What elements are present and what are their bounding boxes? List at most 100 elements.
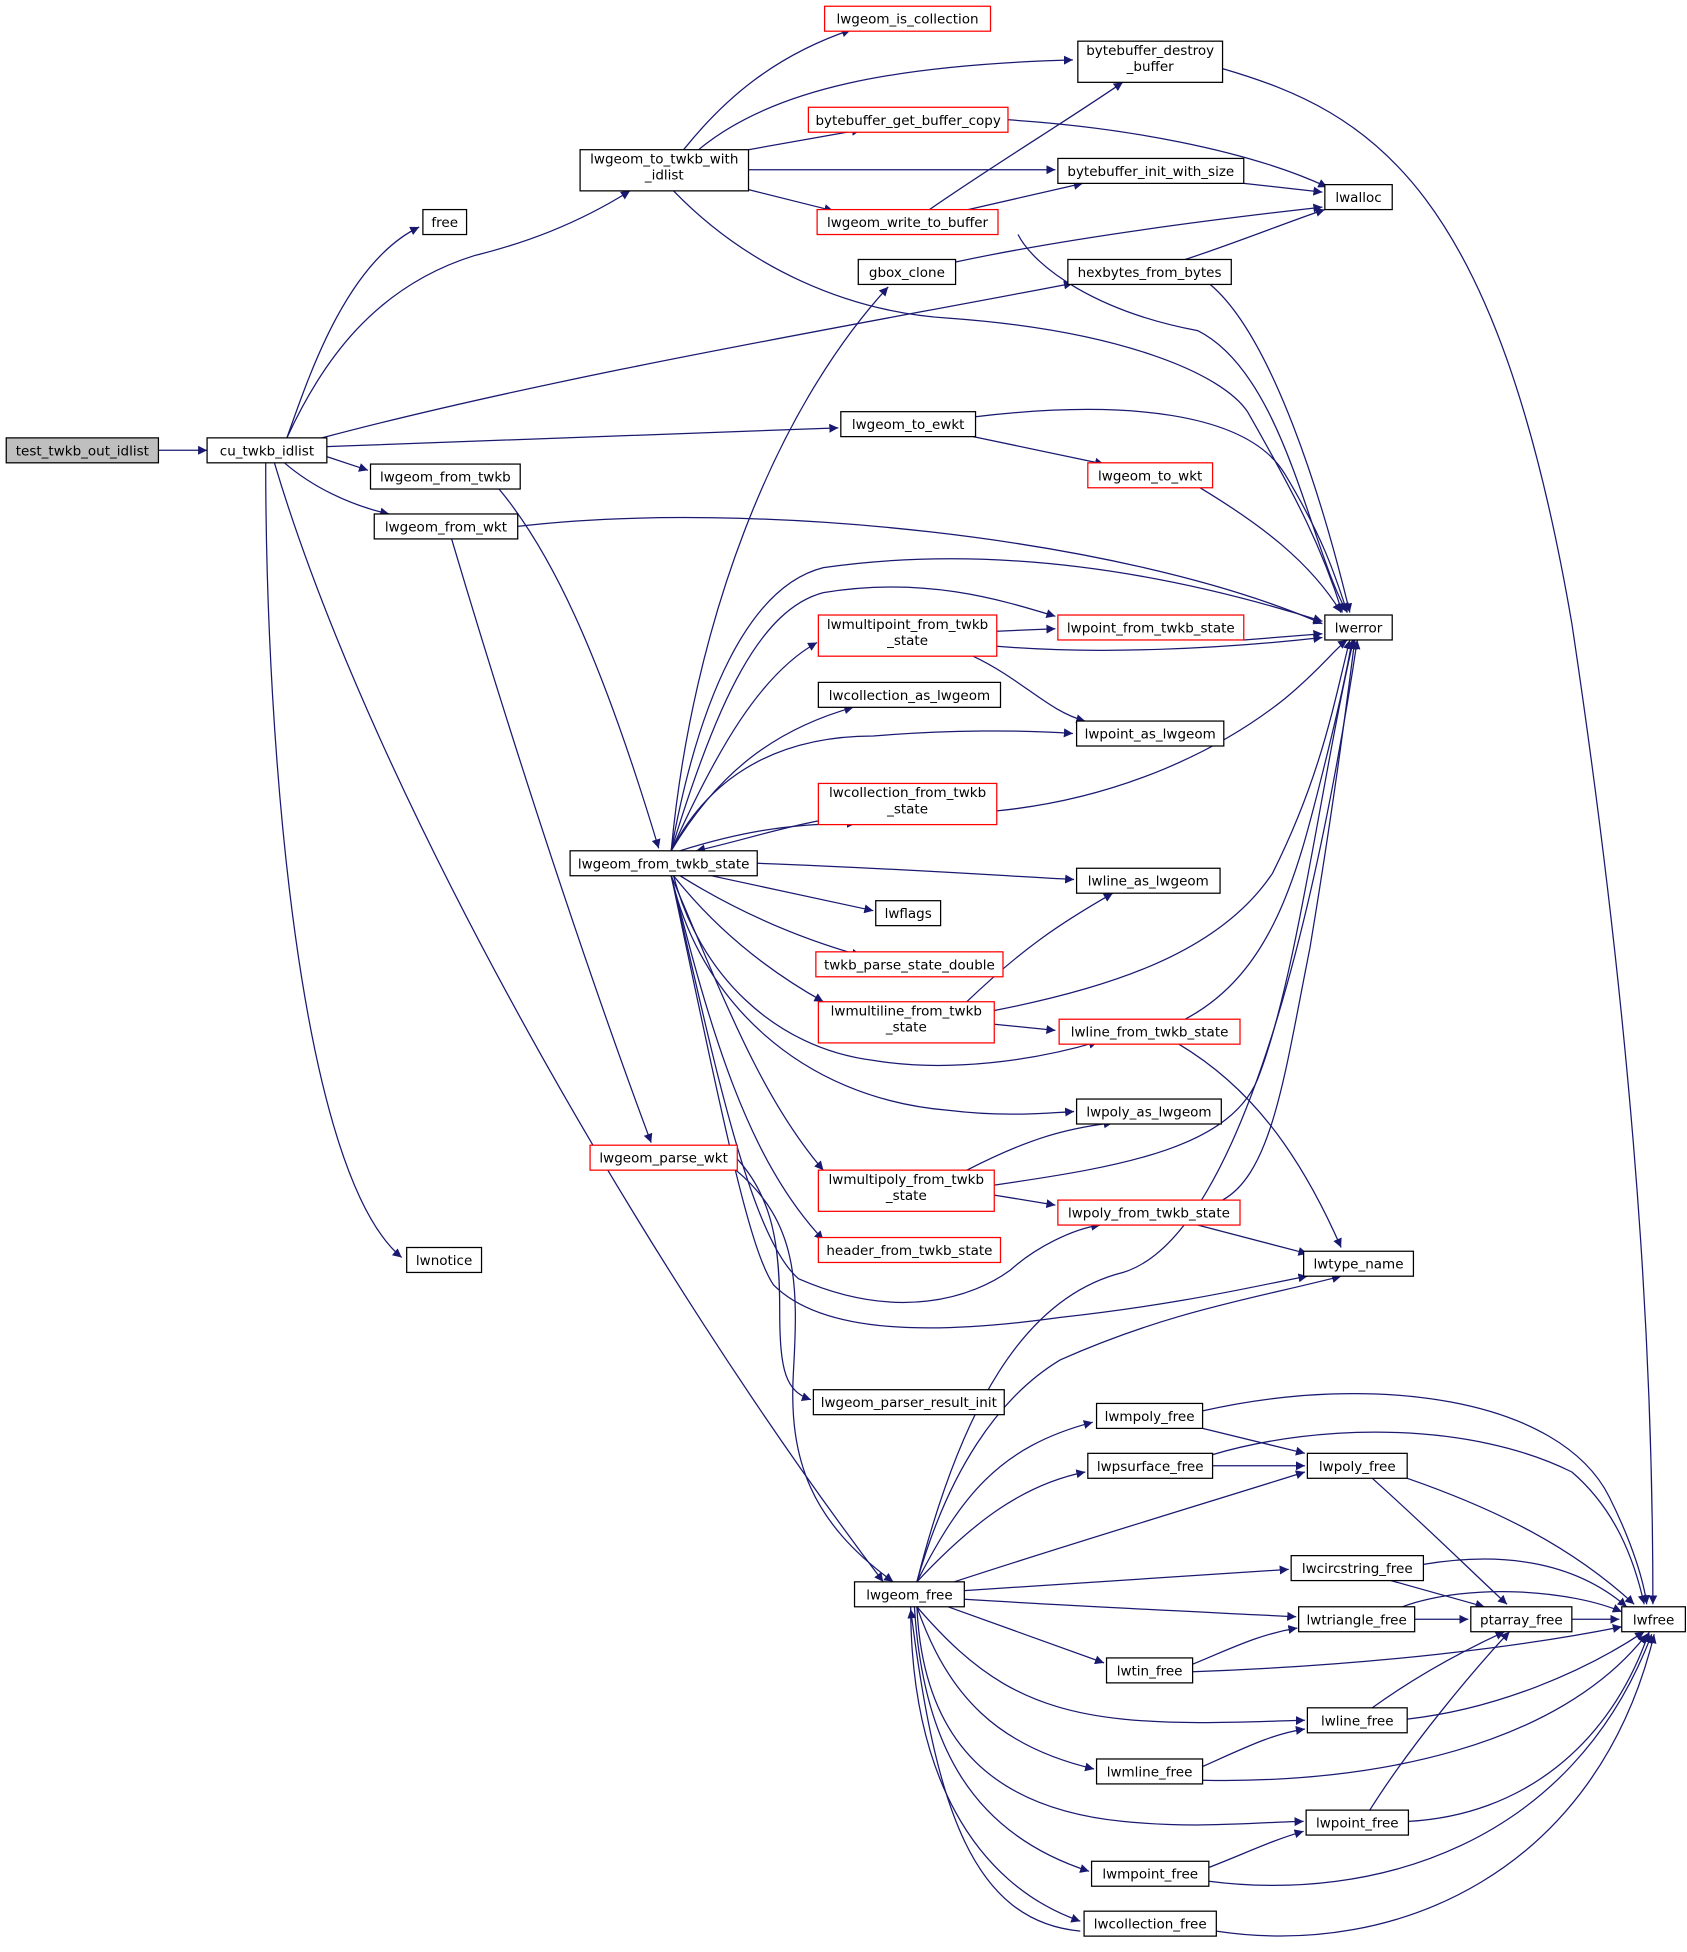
- edge-lwgeom-from-twkb-state-to-lwpoly-as-lwgeom: [670, 875, 1075, 1117]
- node-box: [1095, 1758, 1204, 1785]
- node-test-twkb-out-idlist[interactable]: test_twkb_out_idlist: [5, 437, 160, 464]
- nodes-layer: test_twkb_out_idlist cu_twkb_idlist free lw…: [5, 5, 1686, 1937]
- node-lwgeom-from-twkb-state[interactable]: lwgeom_from_twkb_state: [569, 850, 758, 877]
- node-hexbytes-from-bytes[interactable]: hexbytes_from_bytes: [1067, 258, 1232, 286]
- node-box: [815, 951, 1004, 978]
- node-bytebuffer-init-with-size[interactable]: bytebuffer_init_with_size: [1057, 157, 1245, 185]
- node-bytebuffer-destroy-buffer[interactable]: bytebuffer_destroy_buffer: [1077, 40, 1224, 83]
- node-lwmultipoly-from-twkb-state[interactable]: lwmultipoly_from_twkb_state: [817, 1169, 995, 1212]
- edge-bytebuffer-init-with-size-to-lwalloc: [1243, 182, 1323, 196]
- node-label: _state: [886, 633, 928, 649]
- edge-lwmline-free-to-lwfree: [1202, 1633, 1648, 1782]
- node-lwcollection-as-lwgeom[interactable]: lwcollection_as_lwgeom: [817, 681, 1002, 708]
- node-label: lwpoint_as_lwgeom: [1085, 727, 1216, 743]
- node-lwpoly-as-lwgeom[interactable]: lwpoly_as_lwgeom: [1075, 1098, 1222, 1125]
- node-lwgeom-is-collection[interactable]: lwgeom_is_collection: [823, 5, 992, 32]
- node-lwmpoint-free[interactable]: lwmpoint_free: [1090, 1860, 1210, 1887]
- node-label: header_from_twkb_state: [826, 1243, 992, 1259]
- node-lwgeom-from-wkt[interactable]: lwgeom_from_wkt: [373, 513, 519, 540]
- node-label: _state: [885, 1188, 927, 1204]
- node-box: [812, 1389, 1005, 1416]
- node-lwcollection-free[interactable]: lwcollection_free: [1083, 1910, 1217, 1937]
- node-lwgeom-parse-wkt[interactable]: lwgeom_parse_wkt: [589, 1144, 738, 1171]
- node-lwflags[interactable]: lwflags: [875, 900, 942, 927]
- node-lwpoint-free[interactable]: lwpoint_free: [1305, 1809, 1410, 1836]
- node-lwgeom-from-twkb[interactable]: lwgeom_from_twkb: [369, 463, 521, 490]
- node-bytebuffer-get-buffer-copy[interactable]: bytebuffer_get_buffer_copy: [807, 106, 1009, 133]
- node-label: lwgeom_from_twkb: [380, 470, 511, 486]
- edge-hexbytes-from-bytes-to-lwalloc: [1184, 208, 1325, 261]
- node-lwgeom-free[interactable]: lwgeom_free: [853, 1581, 965, 1608]
- edge-lwgeom-to-twkb-with-idlist-to-bytebuffer-get-buffer-copy: [748, 126, 861, 151]
- node-gbox-clone[interactable]: gbox_clone: [857, 258, 957, 286]
- node-lwpoly-free[interactable]: lwpoly_free: [1306, 1452, 1408, 1479]
- node-lwmpoly-free[interactable]: lwmpoly_free: [1095, 1402, 1204, 1430]
- node-lwgeom-write-to-buffer[interactable]: lwgeom_write_to_buffer: [816, 208, 999, 236]
- node-header-from-twkb-state[interactable]: header_from_twkb_state: [817, 1236, 1002, 1264]
- node-box: [206, 437, 328, 464]
- node-box: [1095, 1402, 1204, 1430]
- node-lwpoly-from-twkb-state[interactable]: lwpoly_from_twkb_state: [1057, 1199, 1241, 1226]
- node-label: lwgeom_from_wkt: [385, 519, 507, 535]
- node-label: bytebuffer_init_with_size: [1067, 164, 1234, 180]
- node-lwpsurface-free[interactable]: lwpsurface_free: [1087, 1452, 1214, 1479]
- edge-lwpoly-free-to-ptarray-free: [1371, 1477, 1508, 1605]
- node-label: lwtin_free: [1117, 1663, 1183, 1679]
- node-lwpoint-as-lwgeom[interactable]: lwpoint_as_lwgeom: [1075, 720, 1225, 747]
- node-label: lwflags: [885, 906, 932, 922]
- edge-lwgeom-to-twkb-with-idlist-to-lwgeom-is-collection: [683, 28, 852, 151]
- node-label: test_twkb_out_idlist: [16, 443, 149, 459]
- node-label: hexbytes_from_bytes: [1078, 265, 1222, 281]
- node-box: [1057, 157, 1245, 185]
- edge-lwgeom-from-twkb-state-to-header-from-twkb-state: [670, 875, 824, 1241]
- node-twkb-parse-state-double[interactable]: twkb_parse_state_double: [815, 951, 1004, 978]
- edge-lwgeom-free-to-lwline-free: [916, 1606, 1305, 1726]
- node-lwline-from-twkb-state[interactable]: lwline_from_twkb_state: [1058, 1018, 1241, 1045]
- edge-lwgeom-to-twkb-with-idlist-to-lwerror: [673, 190, 1344, 613]
- node-ptarray-free[interactable]: ptarray_free: [1470, 1606, 1573, 1633]
- node-lwgeom-parser-result-init[interactable]: lwgeom_parser_result_init: [812, 1389, 1005, 1416]
- edge-lwmpoly-free-to-lwfree: [1202, 1393, 1651, 1605]
- node-lwpoint-from-twkb-state[interactable]: lwpoint_from_twkb_state: [1057, 614, 1245, 641]
- node-label: lwmpoly_free: [1105, 1409, 1195, 1425]
- edge-cu-twkb-idlist-to-lwgeom-from-twkb: [326, 456, 369, 472]
- node-lwcollection-from-twkb-state[interactable]: lwcollection_from_twkb_state: [817, 782, 998, 826]
- edge-lwgeom-write-to-buffer-to-lwerror: [1017, 234, 1348, 613]
- node-label: lwpoint_from_twkb_state: [1067, 620, 1235, 636]
- node-lwfree[interactable]: lwfree: [1621, 1606, 1686, 1633]
- edge-lwgeom-to-ewkt-to-lwerror: [975, 408, 1349, 613]
- node-label: lwgeom_is_collection: [836, 12, 978, 28]
- edge-bytebuffer-destroy-buffer-to-lwfree: [1222, 68, 1658, 1605]
- edge-lwmultipoint-from-twkb-state-to-lwerror: [996, 634, 1323, 651]
- node-label: lwtype_name: [1314, 1257, 1404, 1273]
- edge-lwmpoint-free-to-lwpoint-free: [1208, 1829, 1304, 1869]
- node-lwline-free[interactable]: lwline_free: [1306, 1707, 1408, 1734]
- node-lwline-as-lwgeom[interactable]: lwline_as_lwgeom: [1075, 867, 1221, 894]
- node-label: lwpoint_free: [1316, 1816, 1399, 1832]
- node-lwtype-name[interactable]: lwtype_name: [1303, 1250, 1415, 1277]
- node-box: [817, 1001, 995, 1044]
- node-lwtriangle-free[interactable]: lwtriangle_free: [1298, 1606, 1416, 1633]
- node-box: [1298, 1606, 1416, 1633]
- edge-cu-twkb-idlist-to-lwgeom-to-twkb-with-idlist: [286, 190, 631, 439]
- node-lwtin-free[interactable]: lwtin_free: [1105, 1657, 1194, 1684]
- node-label: _buffer: [1126, 59, 1174, 75]
- node-box: [817, 681, 1002, 708]
- node-lwmultipoint-from-twkb-state[interactable]: lwmultipoint_from_twkb_state: [817, 614, 998, 657]
- node-lwerror[interactable]: lwerror: [1324, 614, 1393, 641]
- node-box: [5, 437, 160, 464]
- node-lwgeom-to-wkt[interactable]: lwgeom_to_wkt: [1087, 462, 1214, 489]
- node-lwmultiline-from-twkb-state[interactable]: lwmultiline_from_twkb_state: [817, 1001, 995, 1044]
- edge-lwgeom-from-twkb-state-to-lwcollection-from-twkb-state: [679, 818, 856, 852]
- node-lwcircstring-free[interactable]: lwcircstring_free: [1290, 1555, 1425, 1582]
- node-lwalloc[interactable]: lwalloc: [1324, 184, 1393, 211]
- edge-lwgeom-free-to-lwcollection-free: [910, 1606, 1081, 1923]
- node-lwmline-free[interactable]: lwmline_free: [1095, 1758, 1204, 1785]
- edge-lwmultipoint-from-twkb-state-to-lwpoint-as-lwgeom: [972, 655, 1086, 724]
- node-cu-twkb-idlist[interactable]: cu_twkb_idlist: [206, 437, 328, 464]
- node-free[interactable]: free: [422, 208, 468, 236]
- node-lwgeom-to-twkb-with-idlist[interactable]: lwgeom_to_twkb_with_idlist: [579, 149, 750, 192]
- node-lwnotice[interactable]: lwnotice: [406, 1246, 483, 1274]
- node-lwgeom-to-ewkt[interactable]: lwgeom_to_ewkt: [840, 411, 977, 438]
- edge-cu-twkb-idlist-to-lwnotice: [265, 462, 403, 1258]
